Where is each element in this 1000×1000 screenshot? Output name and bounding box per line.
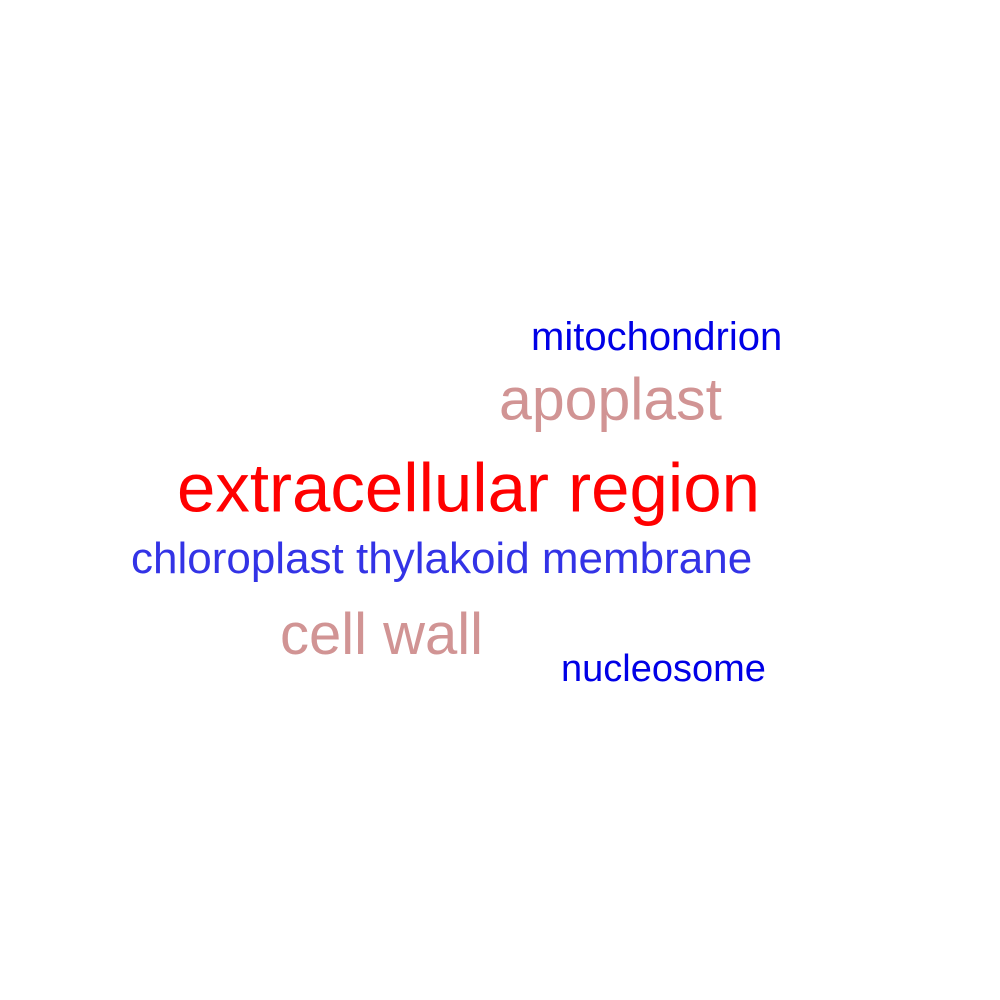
word-chloroplast-thylakoid-membrane: chloroplast thylakoid membrane — [131, 534, 753, 583]
word-apoplast: apoplast — [499, 366, 723, 433]
word-cell-wall: cell wall — [280, 602, 484, 667]
word-extracellular-region: extracellular region — [177, 449, 760, 527]
word-nucleosome: nucleosome — [561, 648, 766, 690]
word-mitochondrion: mitochondrion — [531, 315, 783, 359]
